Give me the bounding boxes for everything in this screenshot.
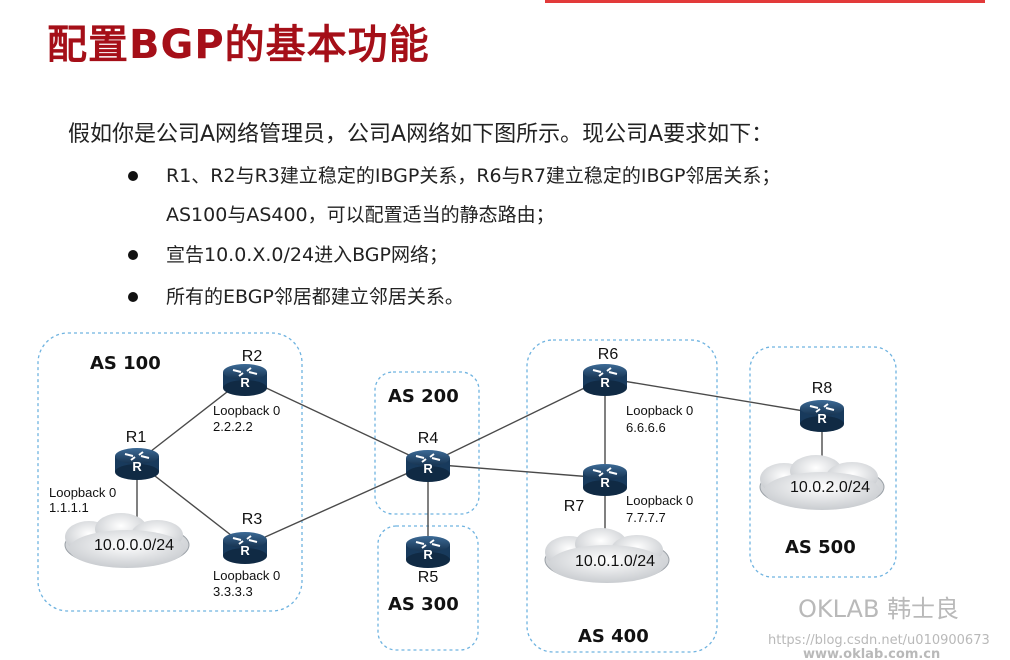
link-r6-r8 <box>604 377 823 415</box>
router-label-r7: R7 <box>564 498 585 515</box>
router-label-r6: R6 <box>598 346 619 363</box>
loopback-label: Loopback 0 <box>626 493 693 508</box>
watermark-brand: OKLAB 韩士良 <box>798 595 959 623</box>
router-icon <box>799 399 845 433</box>
router-label-r2: R2 <box>242 348 263 365</box>
loopback-ip: 1.1.1.1 <box>49 500 89 515</box>
as-label-500: AS 500 <box>785 537 856 558</box>
loopback-ip: 2.2.2.2 <box>213 419 253 434</box>
router-icon <box>114 447 160 481</box>
router-icon <box>222 531 268 565</box>
router-icon <box>222 363 268 397</box>
loopback-ip: 7.7.7.7 <box>626 510 666 525</box>
as400-zone <box>526 339 718 653</box>
top-accent-bar <box>545 0 985 3</box>
router-label-r3: R3 <box>242 511 263 528</box>
router-label-r1: R1 <box>126 429 147 446</box>
network-label: 10.0.0.0/24 <box>94 537 174 554</box>
bullet-dot-icon <box>128 250 138 260</box>
link-r4-r6 <box>427 377 606 465</box>
as-label-200: AS 200 <box>388 386 459 407</box>
page-title: 配置BGP的基本功能 <box>47 22 430 68</box>
router-label-r4: R4 <box>418 430 439 447</box>
router-icon <box>405 535 451 569</box>
bullet-item-continuation: AS100与AS400，可以配置适当的静态路由； <box>166 204 555 226</box>
loopback-ip: 6.6.6.6 <box>626 420 666 435</box>
watermark-url: www.oklab.com.cn <box>803 647 940 660</box>
loopback-label: Loopback 0 <box>213 568 280 583</box>
bullet-dot-icon <box>128 171 138 181</box>
as100-zone <box>37 332 303 612</box>
watermark-blog: https://blog.csdn.net/u010900673 <box>768 633 990 648</box>
network-label: 10.0.2.0/24 <box>790 479 870 496</box>
loopback-label: Loopback 0 <box>213 403 280 418</box>
router-label-r8: R8 <box>812 380 833 397</box>
loopback-label: Loopback 0 <box>626 403 693 418</box>
router-icon <box>405 449 451 483</box>
loopback-ip: 3.3.3.3 <box>213 584 253 599</box>
as-label-300: AS 300 <box>388 594 459 615</box>
link-r3-r4 <box>244 463 429 547</box>
router-icon <box>582 363 628 397</box>
network-label: 10.0.1.0/24 <box>575 553 655 570</box>
as500-zone <box>749 346 897 578</box>
as-label-100: AS 100 <box>90 353 161 374</box>
loopback-label: Loopback 0 <box>49 485 116 500</box>
link-r4-r7 <box>427 463 606 479</box>
intro-text: 假如你是公司A网络管理员，公司A网络如下图所示。现公司A要求如下： <box>68 122 774 147</box>
router-icon <box>582 463 628 497</box>
link-r2-r4 <box>244 377 429 465</box>
router-label-r5: R5 <box>418 569 439 586</box>
bullet-dot-icon <box>128 292 138 302</box>
as-label-400: AS 400 <box>578 626 649 647</box>
as200-zone <box>374 371 480 515</box>
